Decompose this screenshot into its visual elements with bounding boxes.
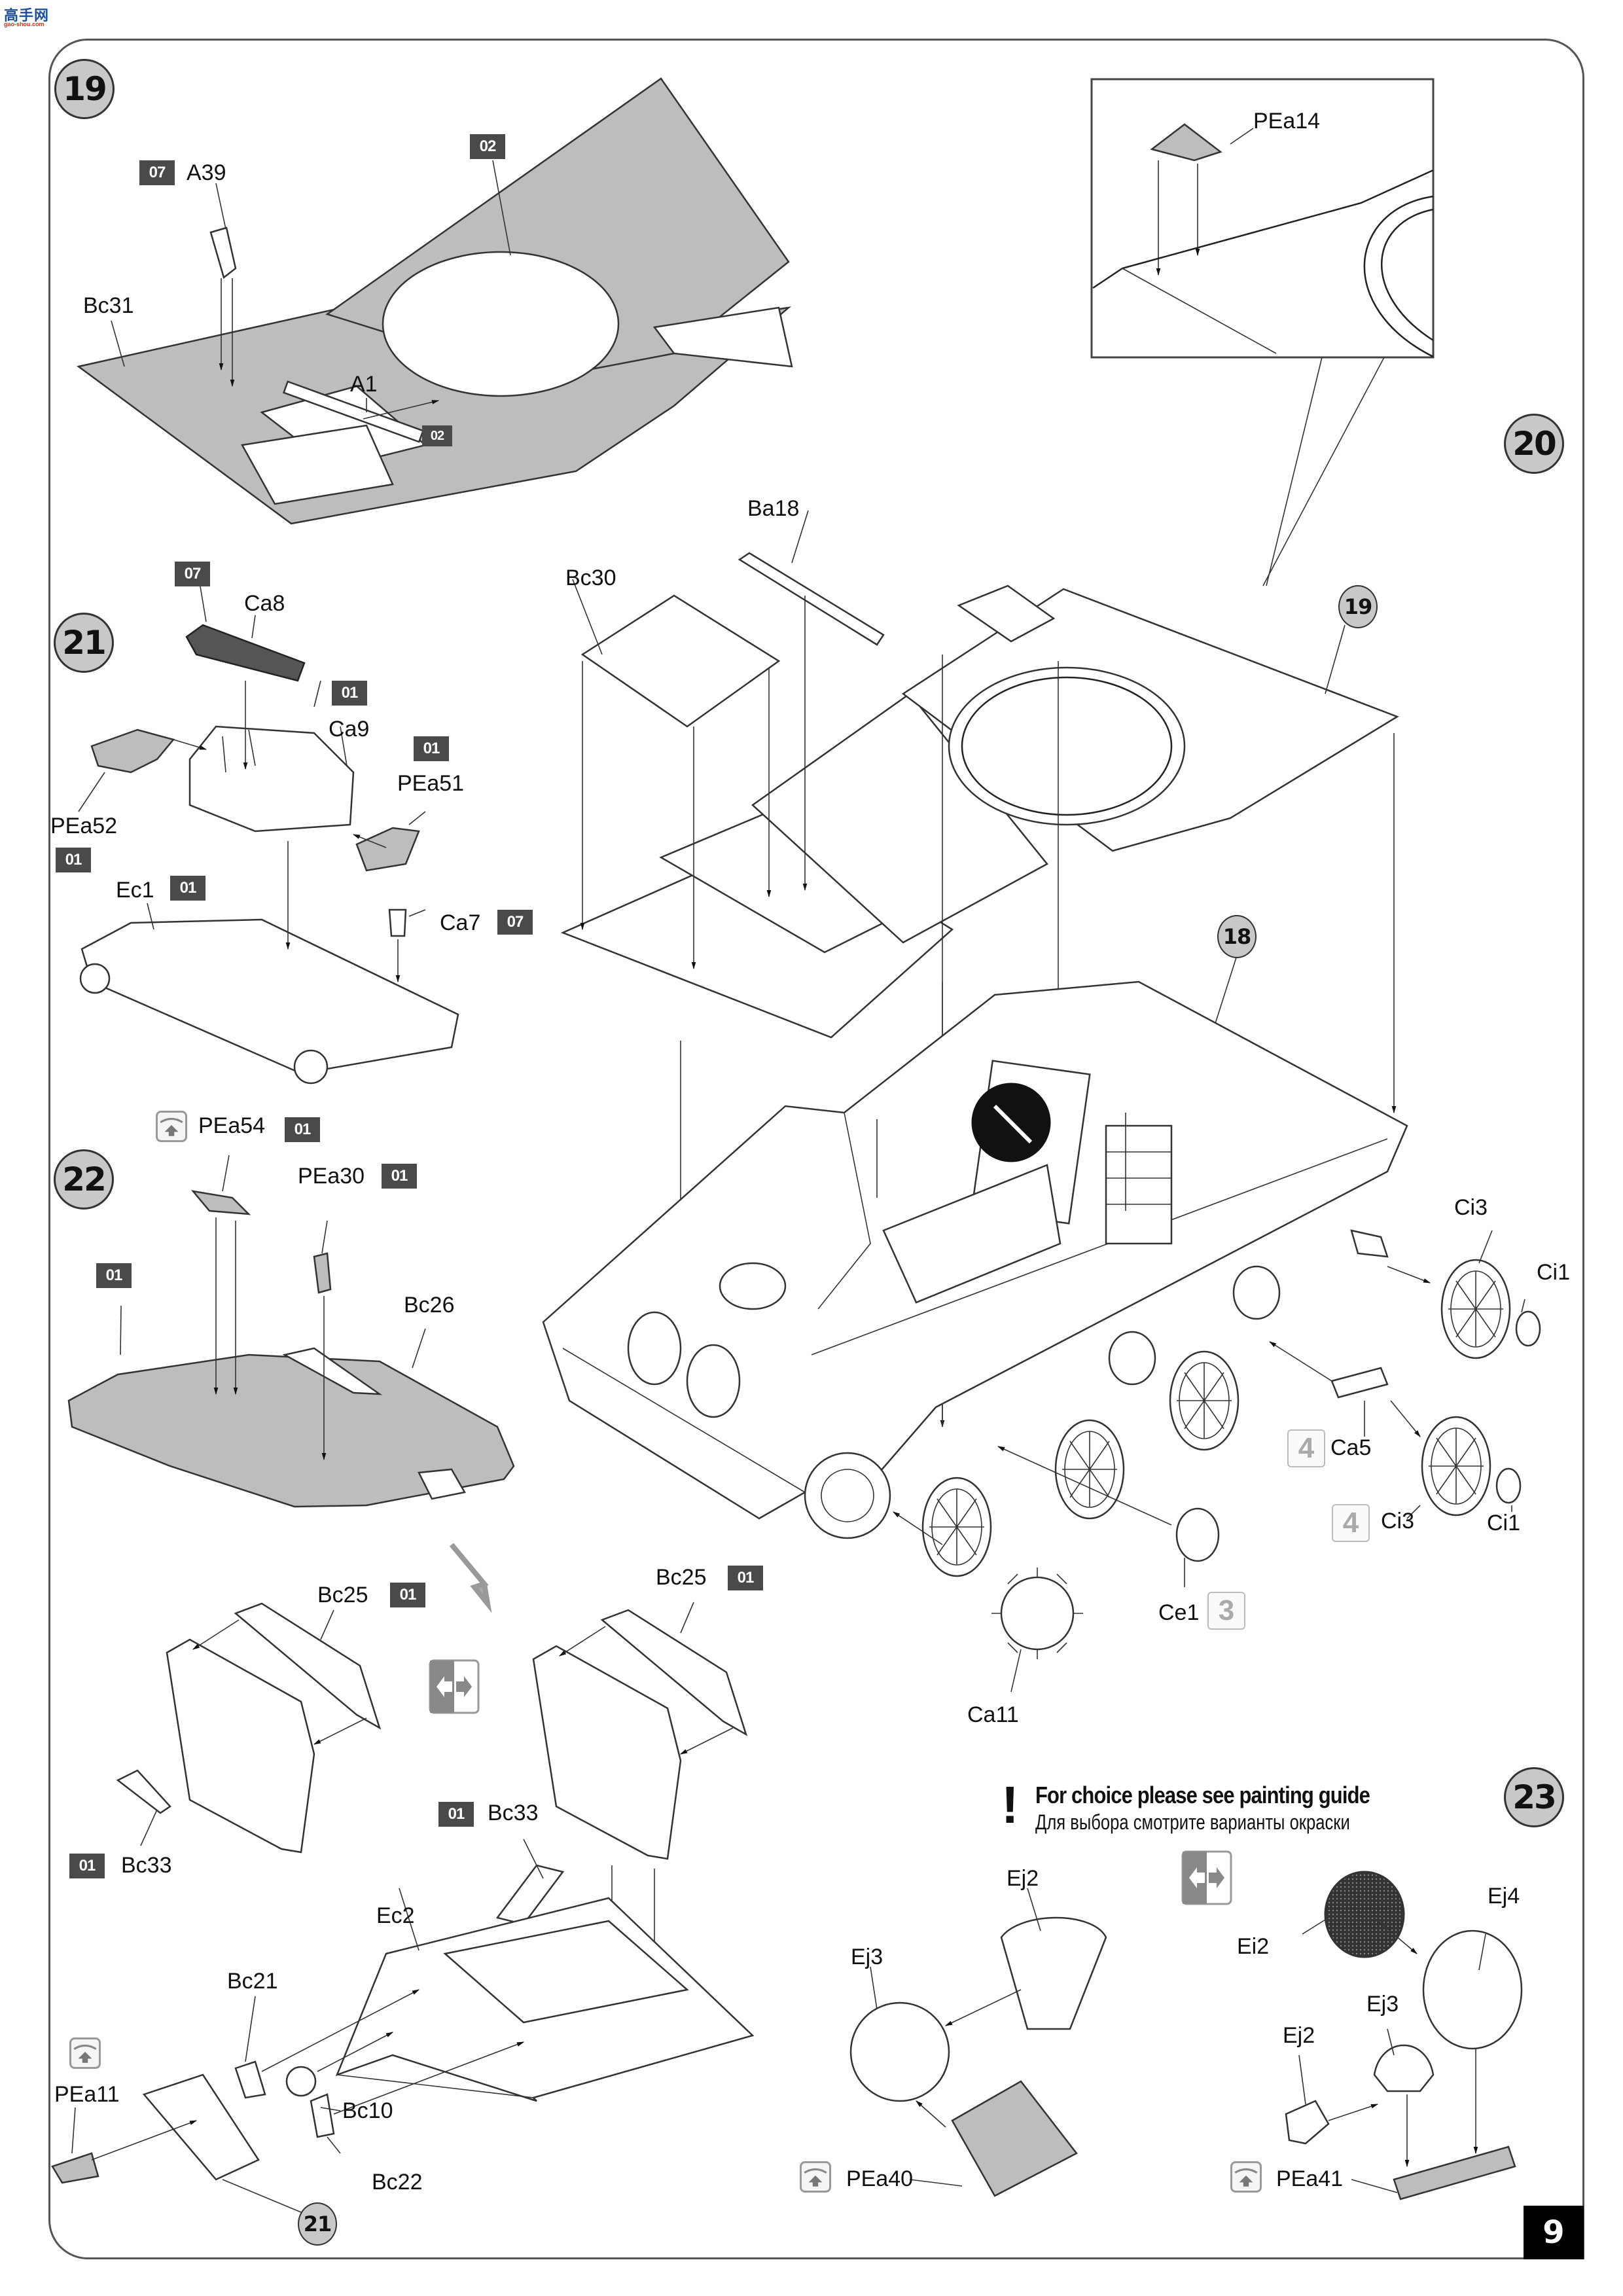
part-label-pea54: PEa54 xyxy=(198,1113,266,1138)
step20-hull-lower xyxy=(542,980,1408,1539)
part-label-a1: A1 xyxy=(350,372,378,397)
color-badge-hull: 02 xyxy=(470,134,505,159)
part-label-bc22: Bc22 xyxy=(372,2170,423,2195)
reference-step-19: 19 xyxy=(1338,585,1378,628)
part-label-pea40: PEa40 xyxy=(846,2166,914,2191)
part-label-bc31: Bc31 xyxy=(83,293,134,318)
color-badge-ca8: 07 xyxy=(175,562,210,586)
part-label-bc26: Bc26 xyxy=(404,1293,455,1318)
alternative-option-icon xyxy=(429,1659,480,1714)
part-label-ej3-left: Ej3 xyxy=(851,1945,883,1969)
page-number: 9 xyxy=(1524,2206,1584,2259)
part-label-ej4: Ej4 xyxy=(1488,1884,1520,1909)
part-label-bc25-left: Bc25 xyxy=(317,1583,368,1607)
color-badge-ca9: 01 xyxy=(332,681,367,706)
part-label-ec1: Ec1 xyxy=(116,878,154,903)
wheel xyxy=(1440,1259,1511,1359)
step22-hatch xyxy=(67,1155,515,1613)
note-russian: Для выбора смотрите варианты окраски xyxy=(1035,1810,1350,1834)
step21-seat-assembly xyxy=(78,562,459,1085)
part-label-ej2-left: Ej2 xyxy=(1007,1866,1039,1891)
color-badge-a1: 02 xyxy=(422,425,452,446)
step20-running-gear xyxy=(893,1229,1541,1693)
color-badge-pea30: 01 xyxy=(382,1164,417,1189)
photo-etch-icon xyxy=(156,1111,187,1142)
watermark-url: gao-shou.com xyxy=(4,21,45,27)
wheel xyxy=(1054,1419,1125,1520)
step22-hatch-frame xyxy=(51,1888,755,2213)
part-label-ec2: Ec2 xyxy=(376,1903,415,1928)
wheel xyxy=(1421,1416,1491,1516)
part-label-ca5: Ca5 xyxy=(1330,1435,1372,1460)
step-number-22: 22 xyxy=(54,1149,114,1210)
part-label-ei2: Ei2 xyxy=(1237,1934,1270,1959)
part-label-bc33-right: Bc33 xyxy=(488,1801,539,1825)
wheel xyxy=(1169,1350,1240,1451)
step-number-23: 23 xyxy=(1504,1767,1564,1827)
color-badge-ca7: 07 xyxy=(497,910,533,935)
step23-headlights xyxy=(849,1871,1523,2200)
part-label-ce1: Ce1 xyxy=(1158,1600,1200,1625)
color-badge-bc33-left: 01 xyxy=(69,1854,105,1878)
part-label-ca8: Ca8 xyxy=(244,591,285,616)
exclamation-icon: ! xyxy=(1001,1776,1019,1834)
part-label-bc21: Bc21 xyxy=(227,1969,278,1994)
part-label-ci1-top: Ci1 xyxy=(1537,1260,1571,1285)
part-label-pea11: PEa11 xyxy=(54,2082,120,2107)
part-label-pea51: PEa51 xyxy=(397,771,465,796)
color-badge-bc25-left: 01 xyxy=(390,1583,425,1607)
note-english: For choice please see painting guide xyxy=(1035,1782,1370,1808)
reference-step-21: 21 xyxy=(298,2202,337,2246)
part-label-ba18: Ba18 xyxy=(747,496,800,521)
step-number-20: 20 xyxy=(1504,414,1564,474)
step19-floor-plate xyxy=(77,77,793,525)
color-badge-pea54: 01 xyxy=(285,1117,320,1142)
color-badge-pea52: 01 xyxy=(56,848,91,872)
photo-etch-icon xyxy=(800,2161,831,2193)
photo-etch-icon xyxy=(1230,2161,1262,2193)
part-label-ca9: Ca9 xyxy=(329,717,370,742)
reference-step-18: 18 xyxy=(1217,915,1257,958)
wheel xyxy=(921,1477,992,1577)
quantity-badge-ca5: 4 xyxy=(1287,1429,1325,1467)
color-badge-ec1: 01 xyxy=(170,876,205,901)
part-label-pea41: PEa41 xyxy=(1276,2166,1344,2191)
step22-hatch-doors xyxy=(116,1602,748,1965)
color-badge-pea51: 01 xyxy=(414,736,449,761)
quantity-badge-ci3: 4 xyxy=(1332,1504,1370,1542)
step20-hull-upper xyxy=(560,510,1399,1428)
part-label-ci3-top: Ci3 xyxy=(1454,1195,1488,1220)
color-badge-bc25-right: 01 xyxy=(728,1566,763,1590)
step20-inset-detail xyxy=(1090,78,1435,586)
part-label-ci1-bottom: Ci1 xyxy=(1487,1511,1521,1535)
page-frame xyxy=(48,39,1584,2259)
part-label-ci3-bottom: Ci3 xyxy=(1381,1509,1415,1534)
part-label-bc10: Bc10 xyxy=(342,2098,393,2123)
color-badge-bc26: 01 xyxy=(96,1263,132,1288)
part-label-bc25-right: Bc25 xyxy=(656,1565,707,1590)
quantity-badge-ce1: 3 xyxy=(1207,1592,1245,1630)
step-number-21: 21 xyxy=(54,613,114,673)
part-label-ca11: Ca11 xyxy=(967,1702,1019,1727)
part-label-pea30: PEa30 xyxy=(298,1164,365,1189)
watermark-logo: 高手网 gao-shou.com xyxy=(4,4,50,27)
part-label-bc33-left: Bc33 xyxy=(121,1853,172,1878)
part-label-bc30: Bc30 xyxy=(565,565,616,590)
part-label-ej3-right: Ej3 xyxy=(1366,1992,1399,2017)
part-label-pea52: PEa52 xyxy=(50,814,118,838)
watermark-name: 高手网 xyxy=(4,8,50,24)
color-badge-bc33-right: 01 xyxy=(438,1802,474,1827)
alternative-option-icon xyxy=(1181,1850,1232,1905)
part-label-pea14: PEa14 xyxy=(1253,109,1321,134)
part-label-ca7: Ca7 xyxy=(440,910,481,935)
part-label-a39: A39 xyxy=(187,160,226,185)
part-label-ej2-right: Ej2 xyxy=(1283,2023,1315,2048)
color-badge-a39: 07 xyxy=(139,160,175,185)
step-number-19: 19 xyxy=(54,59,115,119)
photo-etch-icon xyxy=(69,2037,101,2069)
